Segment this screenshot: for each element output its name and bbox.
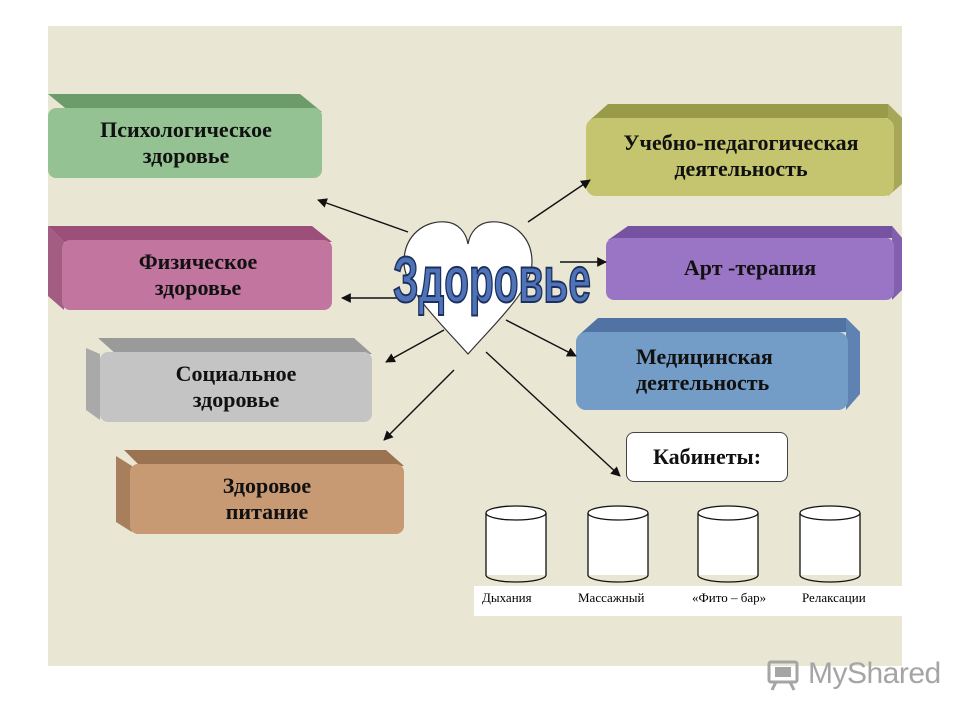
arrow-to-cabinets (485, 351, 621, 477)
cylinder-icon (485, 505, 547, 583)
cabinets-box: Кабинеты: (626, 432, 788, 482)
cabinet-name-breathing: Дыхания (482, 590, 532, 605)
educational-activity-box (586, 104, 902, 196)
watermark: MyShared (766, 654, 941, 694)
arrow-to-educational (527, 179, 591, 223)
cabinet-name-massage: Массажный (578, 590, 645, 605)
medical-activity-box (576, 318, 860, 410)
arrow-to-medical (505, 319, 577, 357)
watermark-text: MyShared (808, 657, 941, 690)
cylinder-icon (799, 505, 861, 583)
center-title: Здоровье (393, 244, 591, 316)
art-therapy-box (606, 226, 902, 300)
heart-icon (403, 221, 533, 355)
cylinder-icon (587, 505, 649, 583)
physical-health-box (48, 226, 332, 310)
educational-activity-label: Учебно-педагогическая деятельность (623, 130, 859, 181)
cabinet-name-phyto-bar: «Фито – бар» (692, 590, 767, 605)
arrow-to-psychological (317, 198, 409, 233)
arrow-to-social (385, 329, 445, 363)
presentation-logo-icon (767, 660, 799, 691)
arrow-to-nutrition (383, 369, 455, 441)
healthy-nutrition-label: Здоровое питание (222, 473, 312, 524)
psychological-health-label: Психологическое здоровье (100, 117, 272, 168)
cabinet-names-strip: Дыхания Массажный «Фито – бар» Релаксаци… (474, 586, 902, 616)
connector-arrows (317, 179, 621, 477)
medical-activity-label: Медицинская деятельность (636, 344, 773, 395)
psychological-health-box (48, 94, 322, 178)
healthy-nutrition-box (116, 450, 404, 534)
cylinder-icon (697, 505, 759, 583)
physical-health-label: Физическое здоровье (138, 249, 258, 300)
cabinet-name-relaxation: Релаксации (802, 590, 866, 605)
cabinets-title: Кабинеты: (652, 444, 762, 469)
cabinet-cylinders (485, 505, 861, 583)
social-health-box (86, 338, 372, 422)
art-therapy-label: Арт -терапия (683, 255, 817, 280)
social-health-label: Социальное здоровье (175, 361, 297, 412)
